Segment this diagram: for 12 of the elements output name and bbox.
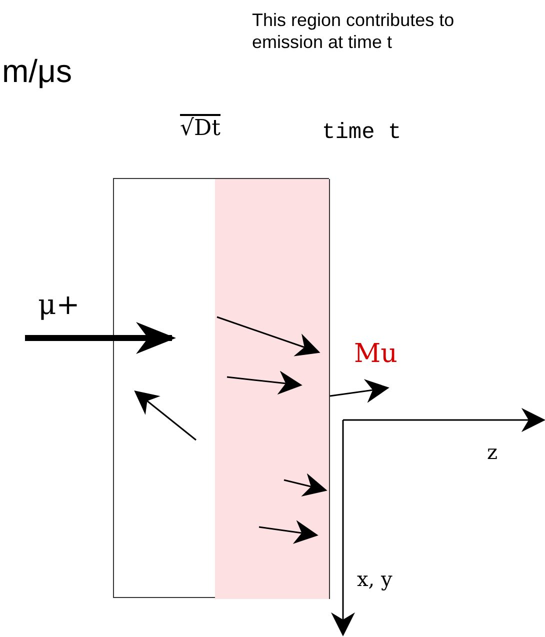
region-note: This region contributes to emission at time t xyxy=(252,10,456,54)
time-label: time t xyxy=(322,120,402,146)
arrow xyxy=(330,379,390,403)
axis-label: x, y xyxy=(357,567,392,591)
edge-label: μ+ xyxy=(38,290,80,321)
velocity-unit-text: m/μs xyxy=(2,52,72,90)
sample-slab xyxy=(113,178,329,598)
edge-label: Mu xyxy=(354,340,398,369)
diffusion-length-label: √Dt xyxy=(180,116,220,142)
arrow xyxy=(25,322,176,354)
axis-label: z xyxy=(487,440,498,464)
emission-region xyxy=(215,179,330,599)
